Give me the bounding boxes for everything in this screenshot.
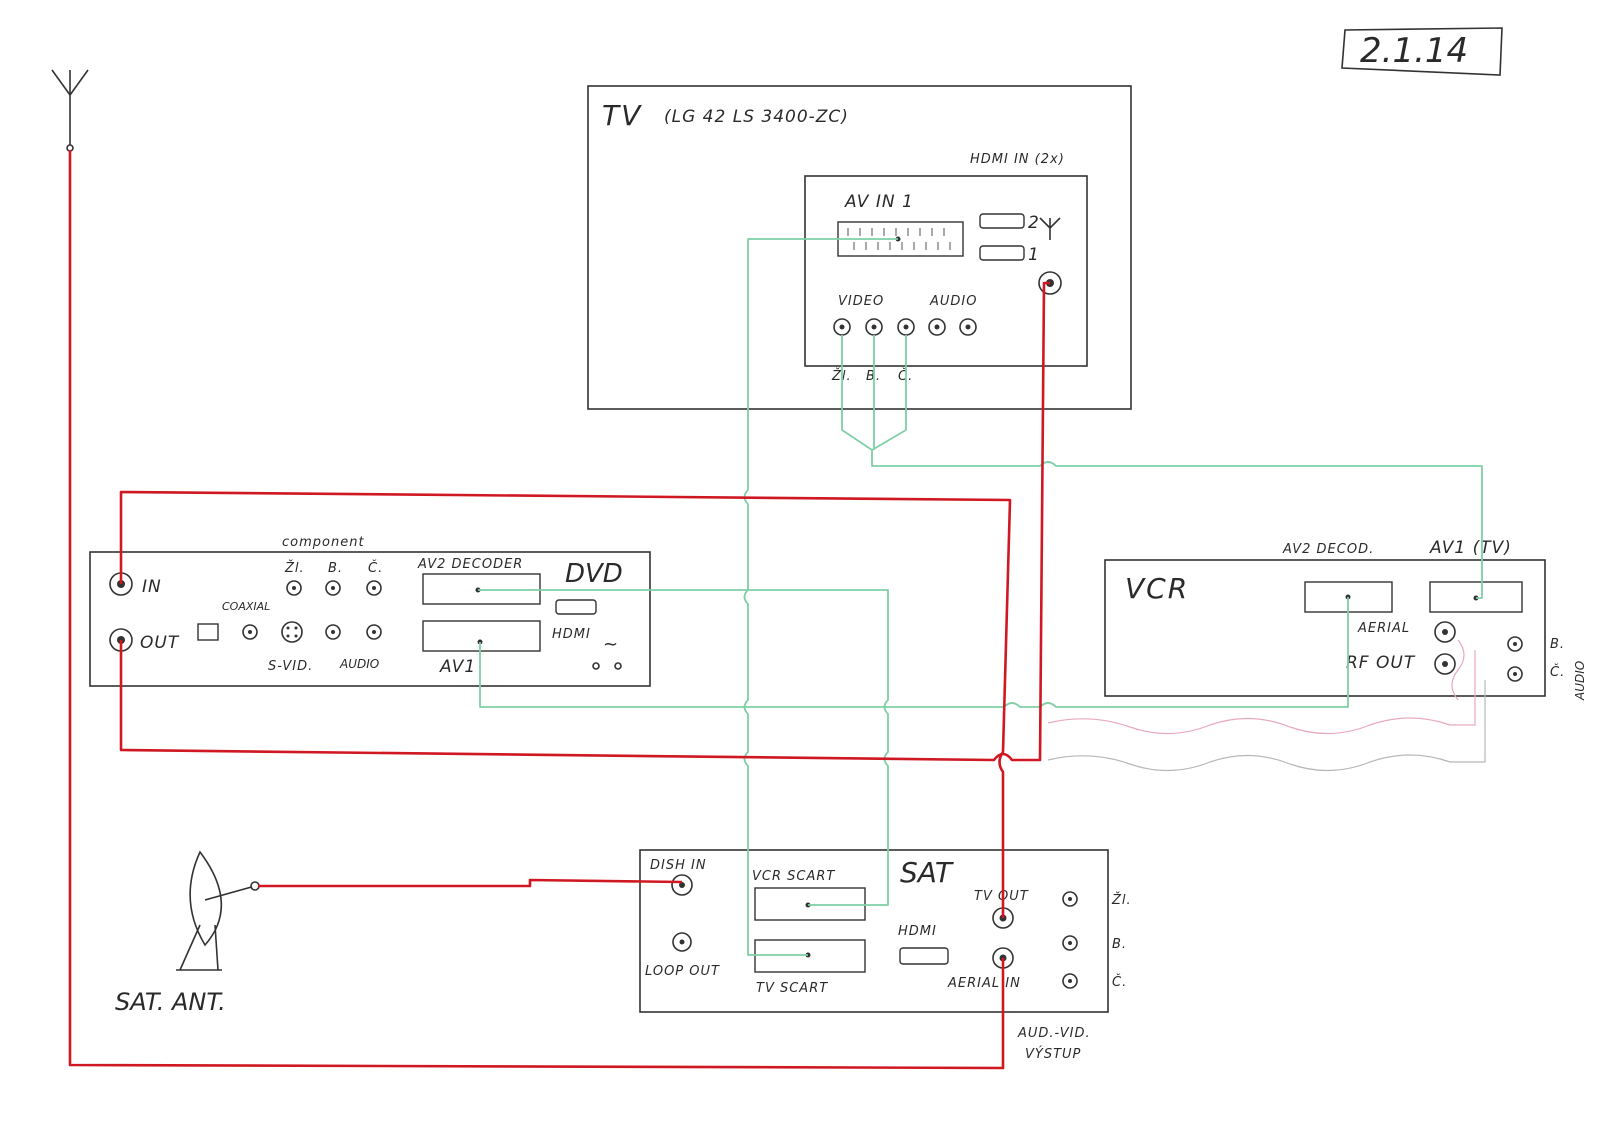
dvd-coaxial-label: COAXIAL (222, 600, 270, 613)
sat-vcr-scart-label: VCR SCART (752, 869, 835, 884)
tv-hdmi-1-port (979, 245, 1025, 261)
vcr-av1-label: AV1 (TV) (1429, 538, 1512, 558)
sat-zl-label: Žl. (1111, 892, 1132, 908)
sat-tv-scart-label: TV SCART (756, 981, 828, 996)
antenna-cables (68, 150, 1050, 1070)
vcr-title: VCR (1125, 572, 1189, 605)
tv-hdmi-in-label: HDMI IN (2x) (970, 152, 1065, 167)
dvd-hdmi-label: HDMI (552, 627, 591, 642)
tv-rca-jacks (833, 318, 977, 336)
dvd-av1-scart (422, 620, 541, 652)
dvd-svid-label: S-VID. (268, 659, 313, 674)
scart-cables (478, 238, 1483, 956)
sat-vystup-label: VÝSTUP (1025, 1046, 1081, 1062)
vcr-audio-label: AUDIO (1573, 661, 1587, 701)
sat-aud-vid-label: AUD.-VID. (1017, 1026, 1091, 1041)
tv-av-in-label: AV IN 1 (844, 192, 914, 212)
date-stamp: 2.1.14 (1341, 27, 1503, 76)
tv-hdmi-2-label: 2 (1028, 213, 1040, 233)
tv-antenna-icon (1039, 217, 1061, 240)
sat-loop-out-label: LOOP OUT (645, 964, 720, 979)
tv-hdmi-2-port (979, 213, 1025, 229)
dvd-unit: DVD IN OUT component Žl. B. Č. COAXIAL S… (89, 535, 651, 687)
vcr-unit: VCR AV2 DECOD. AV1 (TV) AERIAL RF OUT B.… (1104, 538, 1587, 701)
terrestrial-antenna-icon (51, 69, 89, 152)
satellite-dish-icon (176, 850, 260, 971)
vcr-b-label: B. (1550, 637, 1565, 652)
tv-model: (LG 42 LS 3400-ZC) (664, 107, 849, 127)
sat-title: SAT (900, 856, 954, 889)
dvd-av2-scart (422, 573, 541, 605)
dvd-av1-label: AV1 (439, 657, 476, 677)
tv-video-label: VIDEO (838, 294, 884, 309)
dvd-power-label: ~ (603, 634, 618, 655)
date-stamp-text: 2.1.14 (1360, 31, 1468, 71)
tv-comp-b: B. (866, 369, 881, 384)
vcr-aerial-label: AERIAL (1357, 621, 1410, 636)
dvd-svideo-jack (281, 621, 303, 643)
tv-comp-zl: Žl. (831, 368, 852, 384)
sat-unit: SAT DISH IN LOOP OUT VCR SCART TV SCART … (639, 849, 1132, 1062)
sat-hdmi-port (899, 947, 949, 965)
tv-audio-label: AUDIO (929, 294, 978, 309)
tv-title: TV (602, 99, 642, 132)
sat-aerial-in-label: AERIAL IN (947, 976, 1021, 991)
dvd-audio-label: AUDIO (339, 657, 379, 671)
dvd-hdmi-port (555, 599, 597, 615)
dvd-comp-zl: Žl. (284, 560, 305, 576)
vcr-c-label: Č. (1550, 664, 1565, 680)
sat-c-label: Č. (1112, 974, 1127, 990)
dvd-in-label: IN (142, 577, 162, 597)
sat-hdmi-label: HDMI (898, 924, 937, 939)
vcr-rf-out-label: RF OUT (1346, 653, 1416, 673)
audio-cables (1047, 639, 1486, 772)
dvd-component-label: component (282, 535, 365, 550)
dvd-comp-c: Č. (368, 560, 383, 576)
dvd-title: DVD (565, 559, 623, 589)
sat-b-label: B. (1112, 937, 1127, 952)
dvd-out-label: OUT (140, 633, 180, 653)
tv-unit: TV (LG 42 LS 3400-ZC) HDMI IN (2x) AV IN… (587, 85, 1132, 410)
sat-dish-in-label: DISH IN (650, 858, 707, 873)
tv-hdmi-1-label: 1 (1028, 245, 1040, 265)
vcr-av2-label: AV2 DECOD. (1282, 542, 1374, 557)
sat-tv-out-label: TV OUT (974, 889, 1029, 904)
sat-antenna-label: SAT. ANT. (115, 988, 226, 1016)
dvd-av2-label: AV2 DECODER (417, 557, 523, 572)
dvd-comp-b: B. (328, 561, 343, 576)
dvd-optical-port (197, 623, 219, 641)
